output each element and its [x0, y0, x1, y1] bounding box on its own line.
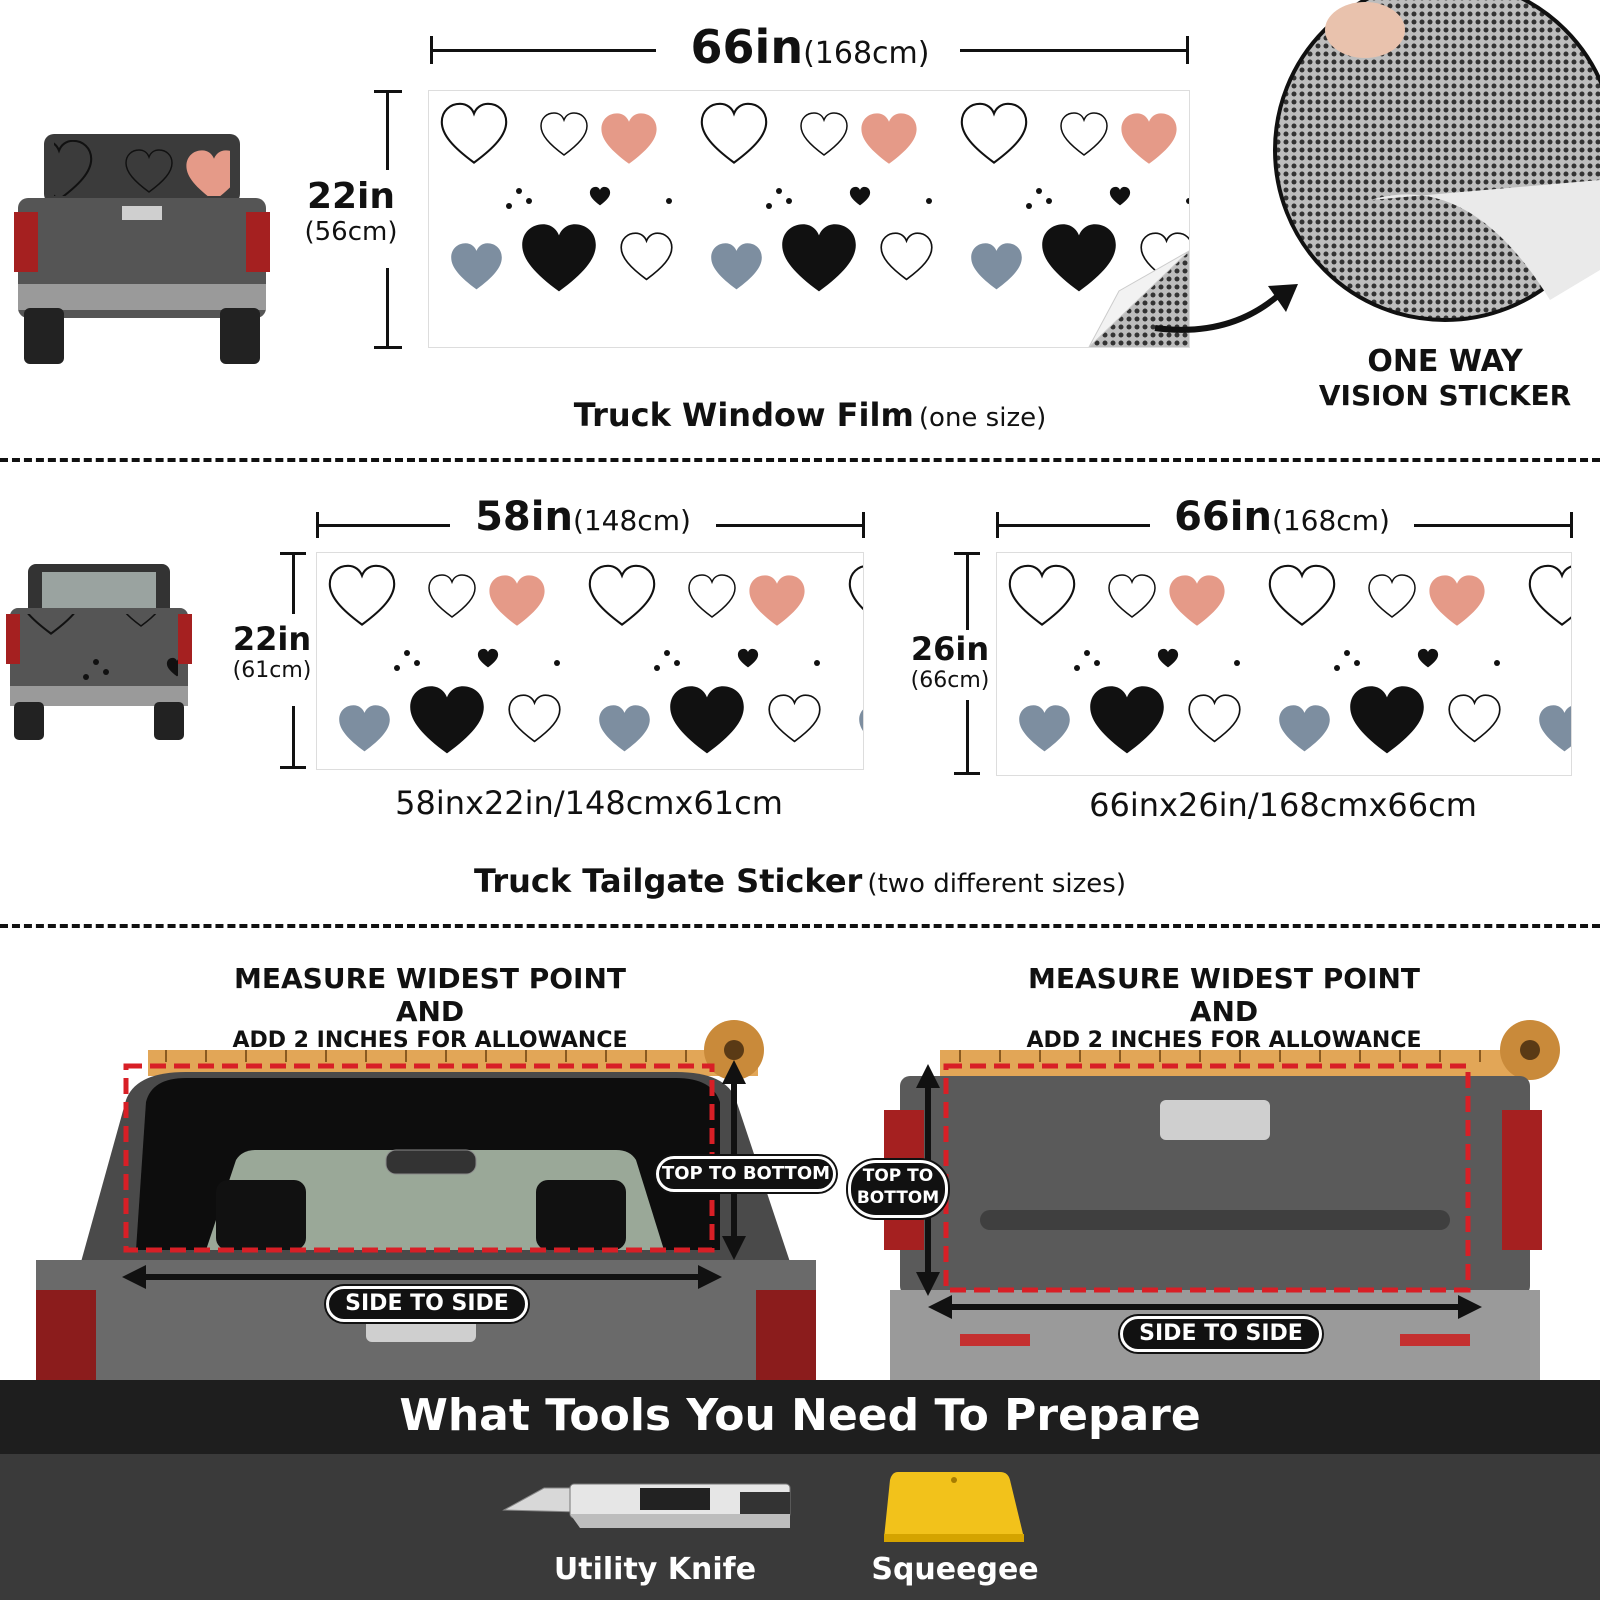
window-film-name: Truck Window Film — [573, 396, 914, 434]
tg-small-height-in: 22in — [232, 620, 312, 658]
window-film-title: Truck Window Film (one size) — [430, 396, 1190, 434]
tailgate-truck-image — [6, 562, 192, 742]
tg-small-height-line-top — [292, 552, 295, 614]
tg-large-height-tick-top — [954, 552, 980, 555]
tailgate-note: (two different sizes) — [867, 869, 1126, 899]
window-width-in: 66in — [690, 20, 804, 74]
one-way-label: ONE WAY VISION STICKER — [1310, 344, 1580, 412]
tg-large-width-line-left — [996, 524, 1150, 527]
squeegee-label: Squeegee — [871, 1552, 1039, 1587]
tools-panel — [0, 1454, 1600, 1600]
window-height-label: 22in (56cm) — [296, 176, 406, 247]
measure-right-vertical-pill: TOP TO BOTTOM — [848, 1160, 948, 1218]
tg-large-height-line-bottom — [966, 700, 969, 774]
measure-left-line2: ADD 2 INCHES FOR ALLOWANCE — [232, 1028, 628, 1053]
window-width-tick-left — [430, 36, 433, 64]
measure-right-line2: ADD 2 INCHES FOR ALLOWANCE — [1026, 1028, 1422, 1053]
tailgate-name: Truck Tailgate Sticker — [474, 862, 863, 900]
tg-small-width-label: 58in(148cm) — [450, 494, 716, 540]
divider-1 — [0, 458, 1600, 462]
utility-knife-icon — [500, 1470, 810, 1540]
window-film-truck-image — [14, 128, 270, 368]
tg-small-width-tick-right — [862, 512, 865, 538]
one-way-line2: VISION STICKER — [1318, 379, 1572, 412]
tg-large-width-label: 66in(168cm) — [1150, 494, 1414, 540]
window-height-in: 22in — [306, 176, 396, 217]
tg-small-height-label: 22in (61cm) — [222, 620, 322, 683]
measure-right-horizontal-pill: SIDE TO SIDE — [1120, 1316, 1322, 1352]
tg-small-width-line-right — [716, 524, 864, 527]
one-way-vision-detail — [1250, 0, 1600, 330]
tg-large-caption: 66inx26in/168cmx66cm — [1089, 786, 1477, 824]
tg-large-width-cm: (168cm) — [1271, 504, 1390, 537]
window-width-cm: (168cm) — [803, 36, 930, 71]
tools-title: What Tools You Need To Prepare — [399, 1390, 1201, 1441]
squeegee-icon — [880, 1468, 1030, 1546]
tg-large-height-label: 26in (66cm) — [900, 630, 1000, 693]
measure-right-heading: MEASURE WIDEST POINT AND ADD 2 INCHES FO… — [994, 962, 1454, 1053]
tg-large-height-cm: (66cm) — [910, 668, 990, 693]
tg-small-width-tick-left — [316, 512, 319, 538]
tg-small-preview — [316, 552, 864, 770]
measure-left-illustration — [36, 1010, 816, 1380]
window-width-tick-right — [1186, 36, 1189, 64]
window-height-tick-top — [374, 90, 402, 93]
tg-small-height-tick-top — [280, 552, 306, 555]
measure-left-line1: MEASURE WIDEST POINT AND — [234, 962, 626, 1028]
tg-large-height-tick-bottom — [954, 772, 980, 775]
measure-left-horizontal-pill: SIDE TO SIDE — [326, 1286, 528, 1322]
tg-small-height-line-bottom — [292, 706, 295, 768]
utility-knife-label: Utility Knife — [553, 1552, 757, 1587]
divider-2 — [0, 924, 1600, 928]
tg-small-caption: 58inx22in/148cmx61cm — [395, 784, 783, 822]
window-width-line-left — [430, 49, 656, 52]
measure-left-heading: MEASURE WIDEST POINT AND ADD 2 INCHES FO… — [200, 962, 660, 1053]
tg-large-preview — [996, 552, 1572, 776]
measure-right-line1: MEASURE WIDEST POINT AND — [1028, 962, 1420, 1028]
window-film-preview — [428, 90, 1190, 348]
tg-large-width-tick-left — [996, 512, 999, 538]
window-height-tick-bottom — [374, 346, 402, 349]
measure-right-vertical-1: TOP TO — [862, 1166, 934, 1186]
measure-right-illustration — [830, 1010, 1600, 1380]
window-width-label: 66in(168cm) — [660, 20, 960, 74]
window-height-cm: (56cm) — [304, 217, 398, 247]
window-width-line-right — [960, 49, 1188, 52]
measure-right-vertical-2: BOTTOM — [856, 1188, 940, 1208]
window-film-note: (one size) — [918, 403, 1047, 433]
tg-small-width-line-left — [316, 524, 450, 527]
tg-large-height-in: 26in — [910, 630, 990, 668]
tg-large-height-line-top — [966, 552, 969, 630]
tg-small-height-cm: (61cm) — [232, 658, 312, 683]
tg-small-width-cm: (148cm) — [572, 504, 691, 537]
tg-small-height-tick-bottom — [280, 766, 306, 769]
one-way-line1: ONE WAY — [1367, 344, 1523, 379]
tools-header-bar — [0, 1380, 1600, 1454]
window-height-line-top — [386, 90, 389, 170]
tg-large-width-line-right — [1414, 524, 1572, 527]
tailgate-title: Truck Tailgate Sticker (two different si… — [0, 862, 1600, 900]
window-height-line-bottom — [386, 268, 389, 348]
tg-large-width-tick-right — [1570, 512, 1573, 538]
measure-left-vertical-pill: TOP TO BOTTOM — [656, 1156, 836, 1192]
tg-large-width-in: 66in — [1174, 494, 1272, 540]
tg-small-width-in: 58in — [475, 494, 573, 540]
one-way-arrow — [1150, 280, 1310, 340]
